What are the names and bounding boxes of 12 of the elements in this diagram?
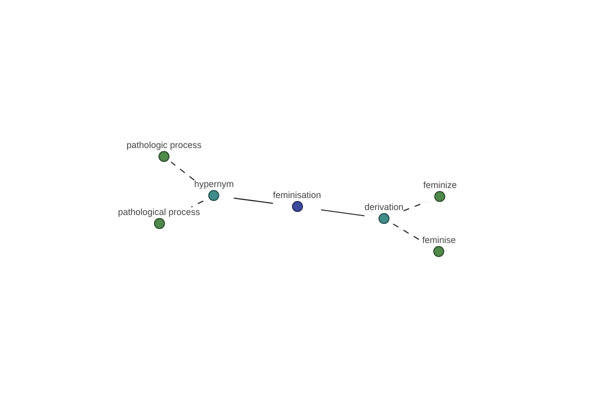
node-label: feminize: [423, 180, 457, 191]
node-label: feminise: [422, 235, 456, 246]
dashed-connector: [170, 162, 195, 181]
dashed-connector: [403, 202, 426, 212]
dashed-connector: [190, 200, 204, 208]
node-label: pathological process: [118, 207, 200, 218]
node-label: feminisation: [272, 190, 322, 201]
node-label: hypernym: [194, 179, 234, 190]
node-label: pathologic process: [126, 140, 202, 151]
connector-line: [320, 209, 365, 216]
node-label: derivation: [364, 202, 404, 213]
connector-line: [233, 198, 274, 204]
